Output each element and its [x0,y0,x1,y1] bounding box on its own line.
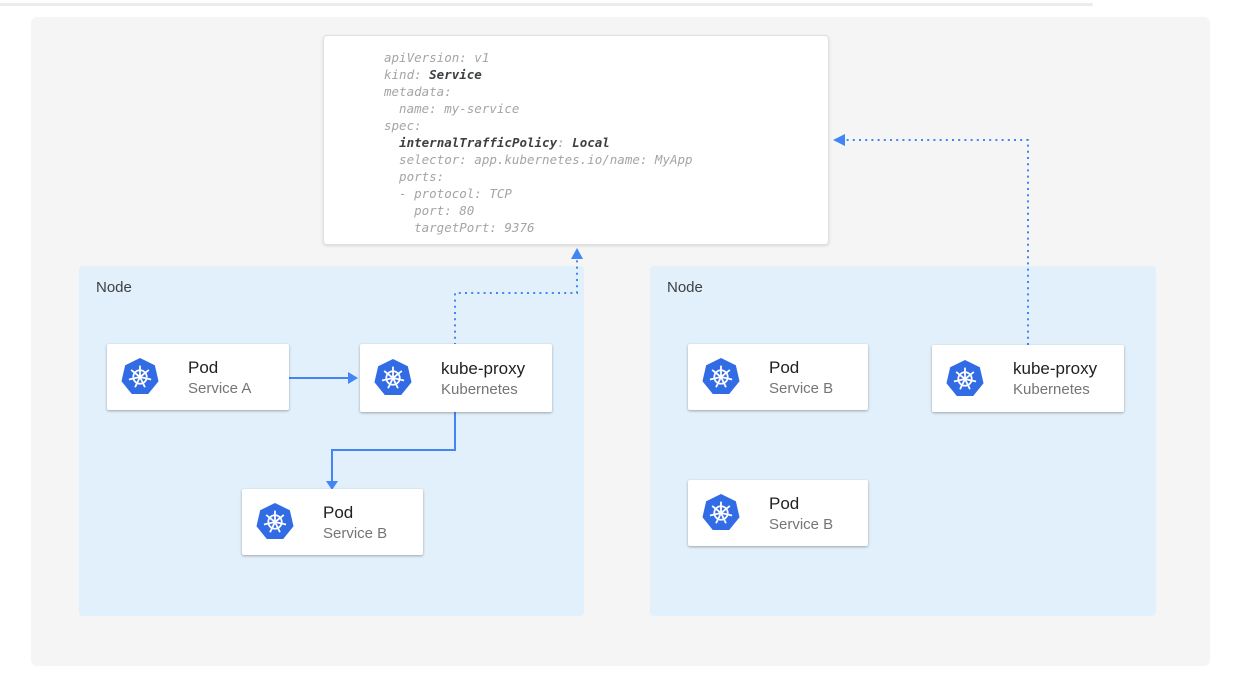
card-subtitle: Service B [769,515,834,533]
kubernetes-icon [255,502,295,542]
arrow-kube-proxy-right-to-yaml [833,134,1029,345]
card-subtitle: Service A [188,379,252,397]
yaml-line: internalTrafficPolicy: Local [399,135,610,150]
arrow-kube-proxy-left-to-yaml [454,248,583,345]
kubernetes-icon [701,493,741,533]
kubernetes-icon [701,357,741,397]
kubernetes-icon [945,359,985,399]
node-right: Node [650,266,1156,616]
yaml-service-card: apiVersion: v1 kind: Service metadata: nam… [323,35,829,245]
yaml-line: selector: app.kubernetes.io/name: MyApp [384,152,693,167]
card-pod-service-b-left: Pod Service B [242,489,423,555]
yaml-code: apiVersion: v1 kind: Service metadata: nam… [384,49,818,236]
yaml-line: ports: [384,169,445,184]
card-pod-service-b-right-top: Pod Service B [688,344,868,410]
card-subtitle: Kubernetes [441,380,518,398]
card-title: Pod [769,357,800,377]
yaml-line: targetPort: 9376 [384,220,535,235]
yaml-line: spec: [384,118,422,133]
card-title: Pod [769,493,800,513]
card-title: Pod [323,502,354,522]
diagram-canvas: apiVersion: v1 kind: Service metadata: nam… [31,17,1210,666]
card-title: kube-proxy [1013,359,1098,378]
card-subtitle: Service B [323,524,388,542]
yaml-line: name: my-service [384,101,520,116]
card-title: Pod [188,357,219,377]
card-subtitle: Service B [769,379,834,397]
kubernetes-icon [373,358,413,398]
yaml-line: kind: Service [384,67,482,82]
node-label: Node [96,279,132,296]
yaml-line: - protocol: TCP [384,186,512,201]
card-kube-proxy-right: kube-proxy Kubernetes [932,345,1124,412]
arrowhead-down-icon [326,481,338,490]
yaml-line: apiVersion: v1 [384,50,490,65]
yaml-line: port: 80 [384,203,475,218]
arrowhead-left-icon [833,134,845,146]
card-title: kube-proxy [441,358,526,378]
kubernetes-icon [120,357,160,397]
arrow-pod-a-to-kube-proxy [289,372,358,384]
node-label: Node [667,279,703,296]
card-kube-proxy-left: kube-proxy Kubernetes [360,344,552,412]
yaml-line: metadata: [384,84,452,99]
card-subtitle: Kubernetes [1013,381,1090,398]
arrowhead-up-icon [571,248,583,259]
arrowhead-right-icon [348,372,358,384]
connector-layer [289,134,1029,490]
card-pod-service-a: Pod Service A [107,344,289,410]
top-divider [0,3,1093,6]
node-left: Node [79,266,584,616]
arrow-kube-proxy-to-pod-b [326,412,456,490]
card-pod-service-b-right-bottom: Pod Service B [688,480,868,546]
